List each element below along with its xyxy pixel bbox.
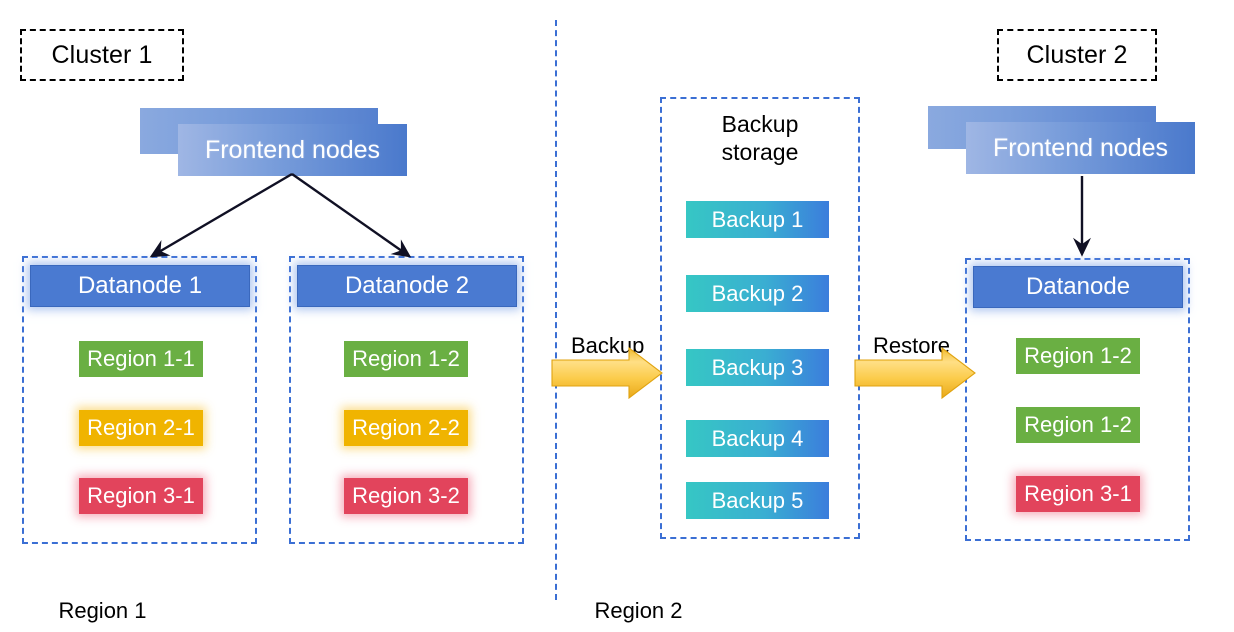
cluster-2-datanode-container: [965, 258, 1190, 541]
cluster-2-datanode-region-0[interactable]: Region 1-2: [1016, 338, 1140, 374]
cluster-1-datanode-2-header[interactable]: Datanode 2: [297, 265, 517, 307]
backup-item-1[interactable]: Backup 2: [686, 275, 829, 312]
cluster-1-frontend-group: Frontend nodes: [140, 108, 430, 176]
cluster-2-datanode-title: Datanode: [1025, 273, 1131, 300]
backup-storage-title-line-2: storage: [721, 139, 799, 166]
region-label: Region 3-1: [87, 483, 195, 508]
backup-storage-container: [660, 97, 860, 539]
backup-item-2[interactable]: Backup 3: [686, 349, 829, 386]
region-label: Region 1-2: [1024, 343, 1132, 368]
cluster-2-datanode-region-2[interactable]: Region 3-1: [1016, 476, 1140, 512]
backup-storage-title-line-1: Backup: [721, 111, 799, 137]
region-2-label-text: Region 2: [594, 598, 683, 623]
restore-flow-label-text: Restore: [873, 333, 951, 358]
backup-item-label: Backup 4: [711, 425, 804, 451]
cluster-1-datanode-2-region-0[interactable]: Region 1-2: [344, 341, 468, 377]
cluster-1-datanode-2-title: Datanode 2: [344, 272, 470, 299]
cluster-1-datanode-2-region-2[interactable]: Region 3-2: [344, 478, 468, 514]
region-label: Region 2-2: [352, 415, 460, 440]
backup-item-label: Backup 5: [711, 487, 804, 513]
restore-flow-label: Restore: [873, 333, 950, 359]
backup-storage-title: Backup storage: [660, 110, 860, 166]
cluster-1-frontend-label: Frontend nodes: [204, 135, 381, 164]
region-divider: [555, 20, 557, 600]
backup-item-label: Backup 3: [711, 354, 804, 380]
backup-item-3[interactable]: Backup 4: [686, 420, 829, 457]
region-label: Region 3-2: [352, 483, 460, 508]
region-label: Region 1-2: [1024, 412, 1132, 437]
backup-flow-label: Backup: [571, 333, 644, 359]
connector-frontend-to-datanode-2: [291, 173, 412, 258]
region-1-label-text: Region 1: [58, 598, 147, 623]
cluster-2-chip-label: Cluster 2: [1026, 40, 1128, 69]
backup-item-label: Backup 1: [711, 206, 804, 232]
region-label: Region 3-1: [1024, 481, 1132, 506]
cluster-1-datanode-1-region-1[interactable]: Region 2-1: [79, 410, 203, 446]
backup-item-0[interactable]: Backup 1: [686, 201, 829, 238]
cluster-2-frontend-label: Frontend nodes: [992, 133, 1169, 162]
cluster-1-frontend-card-front[interactable]: Frontend nodes: [178, 124, 407, 176]
cluster-2-chip: Cluster 2: [997, 29, 1157, 81]
region-label: Region 2-1: [87, 415, 195, 440]
cluster-2-frontend-card-front[interactable]: Frontend nodes: [966, 122, 1195, 174]
region-label: Region 1-2: [352, 346, 460, 371]
region-label: Region 1-1: [87, 346, 195, 371]
cluster-1-chip-label: Cluster 1: [51, 40, 153, 69]
backup-item-4[interactable]: Backup 5: [686, 482, 829, 519]
cluster-1-chip: Cluster 1: [20, 29, 184, 81]
cluster-1-datanode-1-header[interactable]: Datanode 1: [30, 265, 250, 307]
cluster-2-datanode-header[interactable]: Datanode: [973, 266, 1183, 308]
backup-flow-label-text: Backup: [571, 333, 645, 358]
region-2-label: Region 2: [570, 572, 683, 632]
cluster-1-datanode-1-title: Datanode 1: [77, 272, 203, 299]
cluster-1-datanode-2-region-1[interactable]: Region 2-2: [344, 410, 468, 446]
cluster-1-datanode-1-region-0[interactable]: Region 1-1: [79, 341, 203, 377]
cluster-1-datanode-1-container: [22, 256, 257, 544]
region-1-label: Region 1: [34, 572, 147, 632]
cluster-2-datanode-region-1[interactable]: Region 1-2: [1016, 407, 1140, 443]
backup-item-label: Backup 2: [711, 280, 804, 306]
cluster-2-frontend-group: Frontend nodes: [928, 106, 1218, 174]
connector-frontend-to-datanode-1: [149, 172, 293, 258]
cluster-1-datanode-1-region-2[interactable]: Region 3-1: [79, 478, 203, 514]
